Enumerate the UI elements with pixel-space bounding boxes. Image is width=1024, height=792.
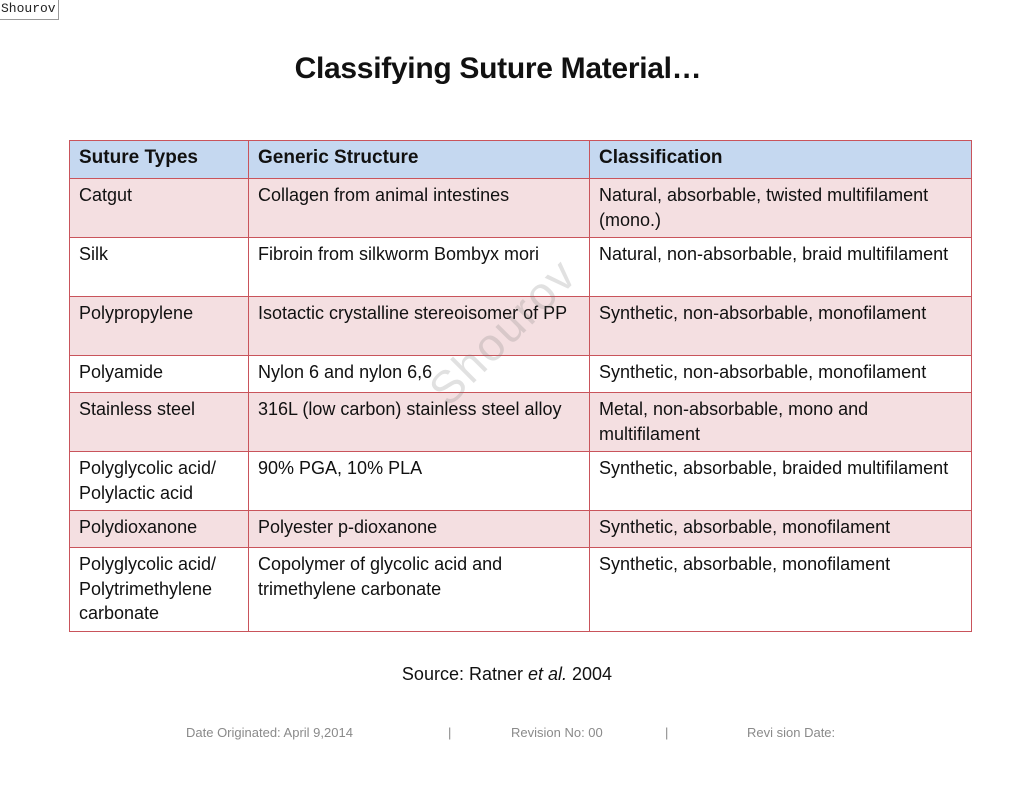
cell-classification: Metal, non-absorbable, mono and multifil…: [589, 392, 972, 452]
cell-generic-structure: 316L (low carbon) stainless steel alloy: [248, 392, 590, 452]
cell-suture-type: Polypropylene: [69, 296, 249, 356]
table-row: Silk Fibroin from silkworm Bombyx mori N…: [69, 237, 972, 297]
source-italic: et al.: [527, 664, 568, 684]
corner-watermark-label: Shourov: [0, 0, 59, 20]
cell-generic-structure: Collagen from animal intestines: [248, 178, 590, 238]
column-header-classification: Classification: [589, 140, 972, 179]
cell-suture-type: Stainless steel: [69, 392, 249, 452]
source-prefix: Source: Ratner: [401, 664, 528, 684]
table-header-row: Suture Types Generic Structure Classific…: [69, 140, 972, 179]
cell-classification: Natural, non-absorbable, braid multifila…: [589, 237, 972, 297]
cell-generic-structure: Isotactic crystalline stereoisomer of PP: [248, 296, 590, 356]
suture-classification-table: Suture Types Generic Structure Classific…: [69, 140, 972, 632]
source-citation: Source: Ratner et al. 2004: [0, 664, 1014, 685]
cell-classification: Synthetic, absorbable, braided multifila…: [589, 451, 972, 511]
column-header-generic-structure: Generic Structure: [248, 140, 590, 179]
cell-generic-structure: Fibroin from silkworm Bombyx mori: [248, 237, 590, 297]
footer-separator: |: [448, 725, 452, 740]
cell-generic-structure: Nylon 6 and nylon 6,6: [248, 355, 590, 393]
column-header-suture-types: Suture Types: [69, 140, 249, 179]
cell-suture-type: Catgut: [69, 178, 249, 238]
cell-generic-structure: Polyester p-dioxanone: [248, 510, 590, 548]
table-row: Polyglycolic acid/ Polylactic acid 90% P…: [69, 451, 972, 511]
source-suffix: 2004: [567, 664, 613, 684]
page-title: Classifying Suture Material…: [294, 52, 702, 85]
table-row: Polypropylene Isotactic crystalline ster…: [69, 296, 972, 356]
cell-suture-type: Silk: [69, 237, 249, 297]
table-row: Polyglycolic acid/ Polytrimethylene carb…: [69, 547, 972, 632]
table-row: Stainless steel 316L (low carbon) stainl…: [69, 392, 972, 452]
cell-classification: Natural, absorbable, twisted multifilame…: [589, 178, 972, 238]
cell-suture-type: Polydioxanone: [69, 510, 249, 548]
footer-separator: |: [665, 725, 669, 740]
cell-classification: Synthetic, non-absorbable, monofilament: [589, 355, 972, 393]
cell-generic-structure: 90% PGA, 10% PLA: [248, 451, 590, 511]
cell-generic-structure: Copolymer of glycolic acid and trimethyl…: [248, 547, 590, 632]
footer-revision-number: Revision No: 00: [511, 725, 603, 740]
cell-suture-type: Polyamide: [69, 355, 249, 393]
document-footer: Date Originated: April 9,2014 | Revision…: [0, 725, 1024, 745]
cell-suture-type: Polyglycolic acid/ Polytrimethylene carb…: [69, 547, 249, 632]
footer-date-originated: Date Originated: April 9,2014: [186, 725, 353, 740]
cell-classification: Synthetic, absorbable, monofilament: [589, 547, 972, 632]
cell-classification: Synthetic, absorbable, monofilament: [589, 510, 972, 548]
table-row: Catgut Collagen from animal intestines N…: [69, 178, 972, 238]
table-row: Polyamide Nylon 6 and nylon 6,6 Syntheti…: [69, 355, 972, 393]
footer-revision-date: Revi sion Date:: [747, 725, 836, 740]
cell-suture-type: Polyglycolic acid/ Polylactic acid: [69, 451, 249, 511]
table-row: Polydioxanone Polyester p-dioxanone Synt…: [69, 510, 972, 548]
cell-classification: Synthetic, non-absorbable, monofilament: [589, 296, 972, 356]
